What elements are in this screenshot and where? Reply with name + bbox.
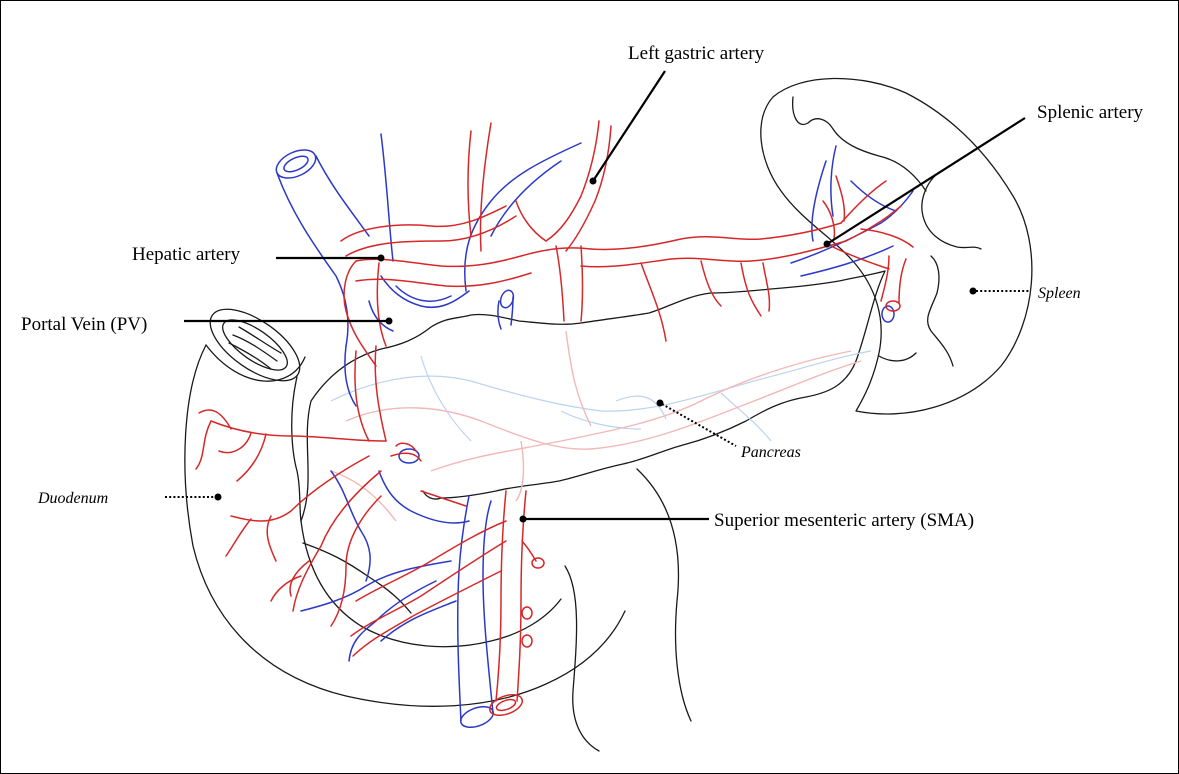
marker-hepatic-artery: [378, 255, 385, 262]
label-pancreas: Pancreas: [740, 444, 801, 461]
label-spleen: Spleen: [1038, 285, 1081, 302]
marker-left-gastric-artery: [590, 178, 597, 185]
marker-duodenum: [215, 494, 222, 501]
spleen: [761, 78, 1032, 414]
vessels-behind-pancreas: [331, 331, 871, 521]
marker-pancreas: [657, 400, 664, 407]
marker-sma: [520, 516, 527, 523]
marker-spleen: [970, 288, 977, 295]
label-duodenum: Duodenum: [37, 490, 108, 507]
veins: [272, 134, 913, 731]
marker-portal-vein: [386, 318, 393, 325]
label-portal-vein: Portal Vein (PV): [21, 314, 147, 335]
marker-splenic-artery: [824, 241, 831, 248]
duodenum: [185, 296, 691, 751]
arteries: [196, 121, 913, 719]
label-splenic-artery: Splenic artery: [1037, 102, 1144, 123]
label-hepatic-artery: Hepatic artery: [132, 244, 241, 265]
leader-left-gastric-artery: [593, 71, 665, 181]
label-left-gastric-artery: Left gastric artery: [628, 43, 765, 64]
label-sma: Superior mesenteric artery (SMA): [714, 510, 974, 531]
